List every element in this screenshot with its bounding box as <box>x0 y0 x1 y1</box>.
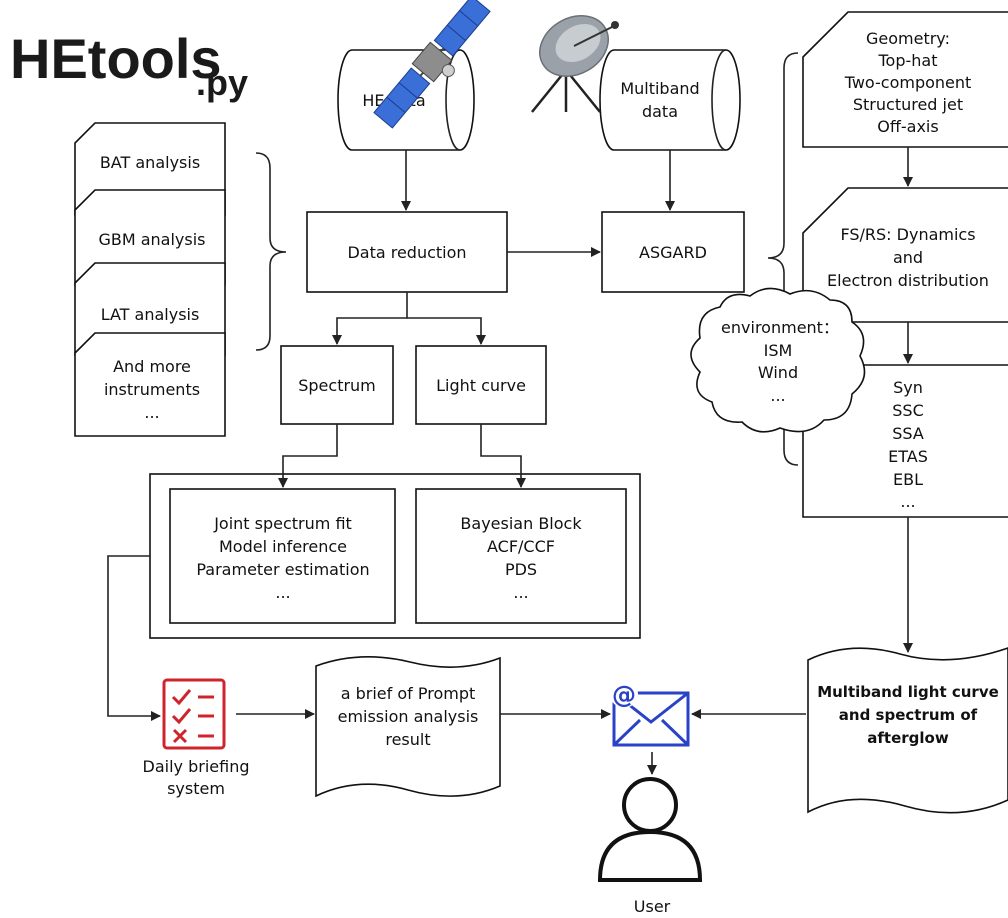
dynamics-line-1: FS/RS: Dynamics <box>840 225 975 244</box>
instrument-more-2: instruments <box>104 380 200 399</box>
briefing-label-1: Daily briefing <box>143 757 250 776</box>
instrument-more-1: And more <box>113 357 191 376</box>
logo: HEtools .py <box>10 27 248 103</box>
brief-doc <box>315 656 501 798</box>
spectrum-label: Spectrum <box>298 376 376 395</box>
radiation-line-1: Syn <box>893 378 923 397</box>
instrument-more-3: ... <box>144 403 159 422</box>
radiation-line-6: ... <box>900 492 915 511</box>
asgard-box <box>601 211 745 293</box>
temporal-line-3: PDS <box>505 560 537 579</box>
output-line-1: Multiband light curve <box>817 683 999 701</box>
environment-line-2: ISM <box>764 341 793 360</box>
instrument-docs: BAT analysis GBM analysis LAT analysis A… <box>74 122 226 437</box>
brief-line-2: emission analysis <box>338 707 479 726</box>
temporal-analysis-box <box>415 488 627 624</box>
logo-suffix: .py <box>196 62 248 103</box>
temporal-line-4: ... <box>513 583 528 602</box>
output-line-2: and spectrum of <box>839 706 978 724</box>
instrument-gbm: GBM analysis <box>98 230 205 249</box>
temporal-line-2: ACF/CCF <box>487 537 555 556</box>
dynamics-box <box>802 187 1008 323</box>
briefing-label-2: system <box>167 779 225 798</box>
connectors <box>107 147 913 775</box>
logo-main: HEtools <box>10 27 222 90</box>
instruments-brace <box>255 152 287 351</box>
geometry-box <box>802 11 1008 148</box>
multiband-data-label-1: Multiband <box>620 79 699 98</box>
radiation-line-4: ETAS <box>888 447 928 466</box>
spectral-line-1: Joint spectrum fit <box>213 514 352 533</box>
svg-text:@: @ <box>612 681 636 709</box>
environment-line-1: environment： <box>721 318 839 337</box>
spectral-line-4: ... <box>275 583 290 602</box>
light-curve-box <box>415 345 547 425</box>
user-label: User <box>634 897 671 916</box>
geometry-line-2: Top-hat <box>878 51 938 70</box>
spectral-line-2: Model inference <box>219 537 347 556</box>
light-curve-label: Light curve <box>436 376 526 395</box>
satellite-icon <box>373 0 491 129</box>
dynamics-line-2: and <box>893 248 923 267</box>
spectral-line-3: Parameter estimation <box>196 560 369 579</box>
spectral-analysis-box <box>169 488 396 624</box>
radiation-line-2: SSC <box>892 401 923 420</box>
geometry-line-5: Off-axis <box>877 117 938 136</box>
asgard-label: ASGARD <box>639 243 707 262</box>
afterglow-brace <box>767 52 799 466</box>
environment-line-3: Wind <box>758 363 798 382</box>
mail-icon: @ <box>610 680 690 747</box>
multiband-data-cylinder: Multiband data <box>599 49 741 151</box>
radiation-line-5: EBL <box>893 470 923 489</box>
user-icon <box>597 777 703 882</box>
instrument-bat: BAT analysis <box>100 153 200 172</box>
environment-line-4: ... <box>770 386 785 405</box>
data-reduction-label: Data reduction <box>347 243 466 262</box>
temporal-line-1: Bayesian Block <box>460 514 582 533</box>
multiband-data-label-2: data <box>642 102 678 121</box>
dynamics-line-3: Electron distribution <box>827 271 989 290</box>
brief-line-1: a brief of Prompt <box>341 684 476 703</box>
output-line-3: afterglow <box>867 729 949 747</box>
geometry-line-3: Two-component <box>844 73 972 92</box>
instrument-lat: LAT analysis <box>101 305 200 324</box>
geometry-line-4: Structured jet <box>853 95 963 114</box>
brief-line-3: result <box>385 730 430 749</box>
environment-cloud <box>690 287 866 433</box>
geometry-line-1: Geometry: <box>866 29 950 48</box>
radio-telescope-icon <box>531 15 619 113</box>
checklist-icon <box>162 678 226 750</box>
radiation-line-3: SSA <box>892 424 924 443</box>
